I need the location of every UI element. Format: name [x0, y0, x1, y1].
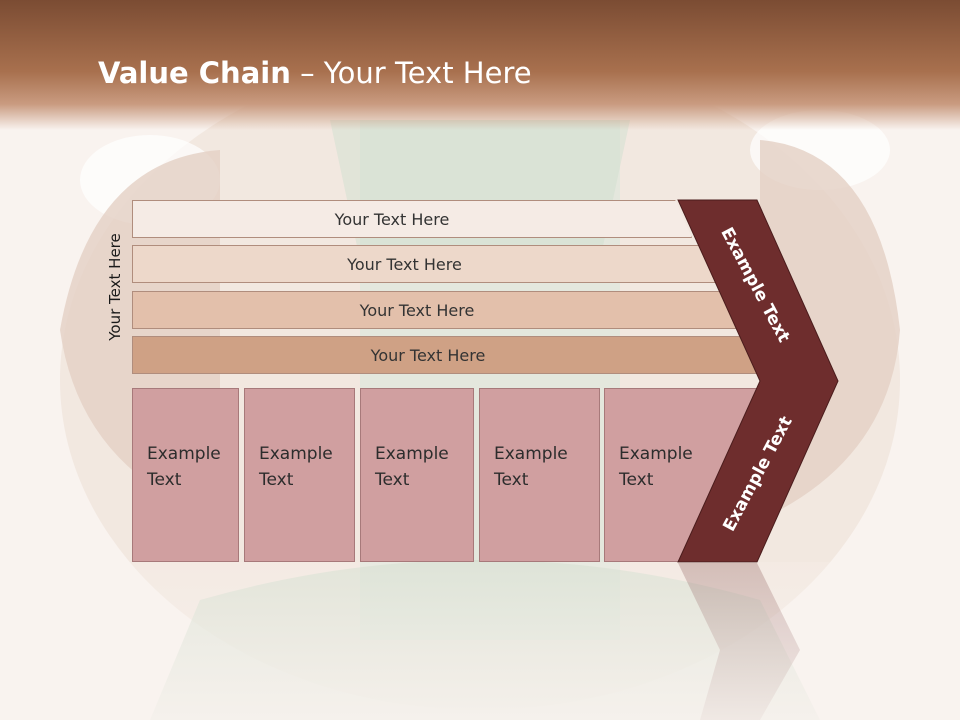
title-bold: Value Chain: [98, 56, 291, 90]
column-2-line1: Example: [259, 444, 333, 464]
bar-2-label: Your Text Here: [347, 254, 462, 274]
reflection-fade: [0, 562, 960, 720]
column-1-line2: Text: [147, 470, 182, 490]
column-1-line1: Example: [147, 444, 221, 464]
bar-1: Your Text Here: [132, 200, 692, 238]
page-title: Value Chain – Your Text Here: [98, 56, 532, 90]
column-3-line1: Example: [375, 444, 449, 464]
bar-1-label: Your Text Here: [334, 209, 450, 229]
bar-4-label: Your Text Here: [370, 345, 486, 365]
title-bar: [0, 0, 960, 130]
column-2-line2: Text: [259, 470, 294, 490]
bar-2: Your Text Here: [132, 245, 717, 283]
chevron-shape: [677, 199, 839, 563]
column-5-line2: Text: [619, 470, 654, 490]
bar-3: Your Text Here: [132, 291, 742, 329]
bar-4: Your Text Here: [132, 336, 764, 374]
column-3-line2: Text: [375, 470, 410, 490]
column-4-line2: Text: [494, 470, 529, 490]
title-rest: – Your Text Here: [290, 56, 532, 90]
column-4-line1: Example: [494, 444, 568, 464]
bar-3-label: Your Text Here: [359, 300, 475, 320]
column-5-line1: Example: [619, 444, 693, 464]
